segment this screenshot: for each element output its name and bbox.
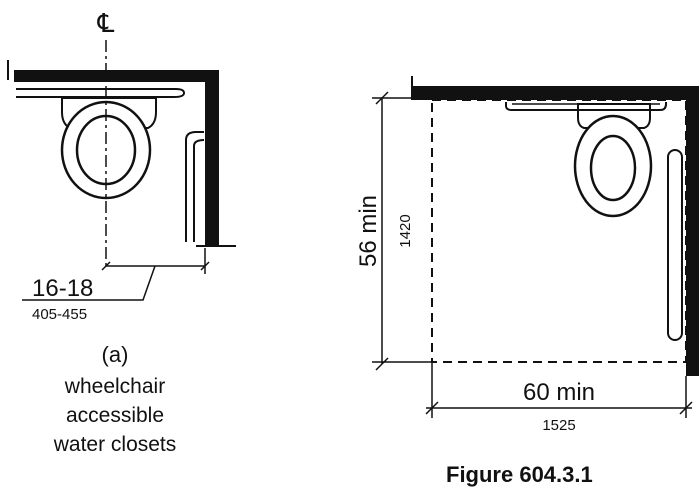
left-dimension-imperial: 16-18: [32, 275, 93, 302]
right-depth-imperial: 56 min: [355, 195, 382, 267]
left-figure: ℄ 16-18 405-455: [7, 8, 236, 323]
right-width-metric: 1525: [542, 417, 575, 434]
clearance-area: [431, 99, 687, 363]
figure-label: Figure 604.3.1: [446, 462, 593, 487]
right-figure: 56 min 1420 60 min 1525: [355, 76, 699, 434]
caption-line-3: water closets: [53, 433, 177, 456]
right-depth-metric: 1420: [397, 214, 414, 247]
right-walls: [411, 76, 699, 376]
caption-letter: (a): [101, 342, 129, 367]
left-side-grab-bar: [185, 131, 205, 242]
left-side-wall: [205, 70, 219, 246]
right-toilet-tank: [577, 103, 651, 129]
right-back-wall: [412, 86, 699, 100]
right-depth-dimension: [372, 91, 432, 371]
right-side-wall: [686, 86, 699, 376]
right-width-dimension: [425, 362, 693, 418]
left-dimension-line: [22, 248, 210, 301]
right-side-grab-bar: [667, 149, 683, 341]
left-toilet-tank: [61, 97, 157, 129]
centerline-symbol: ℄: [97, 8, 115, 38]
left-dimension-metric: 405-455: [32, 306, 87, 323]
right-toilet: [573, 103, 653, 218]
left-rear-grab-bar: [16, 88, 186, 98]
right-width-imperial: 60 min: [523, 379, 595, 406]
left-toilet: [60, 97, 157, 200]
caption-line-1: wheelchair: [64, 375, 166, 398]
right-toilet-bowl-inner: [589, 134, 637, 202]
right-toilet-bowl-outer: [573, 114, 653, 218]
left-walls: [7, 60, 236, 247]
caption-line-2: accessible: [65, 404, 165, 427]
caption-title: wheelchair accessible water closets: [10, 372, 220, 459]
left-back-wall: [14, 70, 219, 82]
